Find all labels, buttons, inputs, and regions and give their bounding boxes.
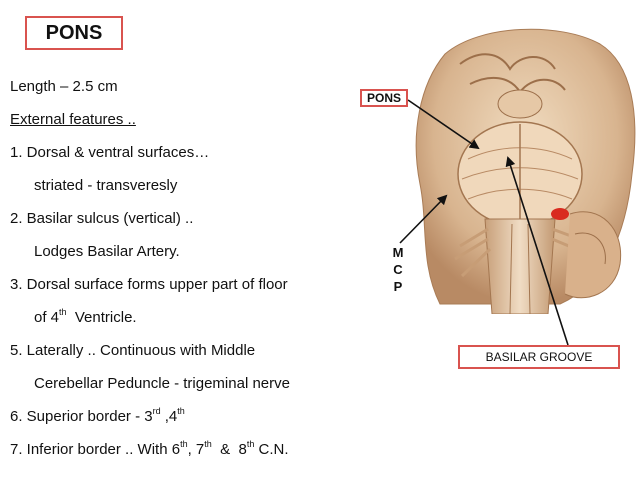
mcp-letter-m: M xyxy=(392,245,404,260)
sup-th-4: th xyxy=(204,439,212,449)
item-3: 3. Dorsal surface forms upper part of fl… xyxy=(10,276,288,293)
item-7-a: 7. Inferior border .. With 6 xyxy=(10,441,181,458)
mcp-letter-c: C xyxy=(393,262,403,277)
item-2-detail: Lodges Basilar Artery. xyxy=(34,243,180,260)
item-6-a: 6. Superior border - 3 xyxy=(10,408,153,425)
item-5-detail: Cerebellar Peduncle - trigeminal nerve xyxy=(34,375,290,392)
basilar-groove-label: BASILAR GROOVE xyxy=(458,345,620,369)
item-6: 6. Superior border - 3rd ,4th xyxy=(10,406,185,426)
item-7: 7. Inferior border .. With 6th, 7th & 8t… xyxy=(10,439,289,459)
item-7-d: C.N. xyxy=(254,441,289,458)
item-6-b: ,4 xyxy=(160,408,178,425)
slide-title: PONS xyxy=(25,16,123,50)
length-line: Length – 2.5 cm xyxy=(10,78,118,95)
item-1-detail: striated - transveresly xyxy=(34,177,178,194)
item-3-detail: of 4th Ventricle. xyxy=(34,307,137,327)
pons-label: PONS xyxy=(360,89,408,107)
item-3-detail-b: Ventricle. xyxy=(66,309,137,326)
item-7-b: , 7 xyxy=(187,441,205,458)
sup-th-3: th xyxy=(180,439,188,449)
item-5: 5. Laterally .. Continuous with Middle xyxy=(10,342,256,359)
mcp-label: M C P xyxy=(390,244,406,295)
item-1: 1. Dorsal & ventral surfaces… xyxy=(10,144,210,161)
mcp-letter-p: P xyxy=(393,279,403,294)
item-7-c: & 8 xyxy=(211,441,247,458)
sup-rd: rd xyxy=(152,406,161,416)
item-2: 2. Basilar sulcus (vertical) .. xyxy=(10,210,194,227)
sup-th-5: th xyxy=(246,439,255,449)
sup-th: th xyxy=(59,307,67,317)
external-features-heading: External features .. xyxy=(10,111,136,128)
item-3-detail-a: of 4 xyxy=(34,309,60,326)
sup-th-2: th xyxy=(177,406,185,416)
